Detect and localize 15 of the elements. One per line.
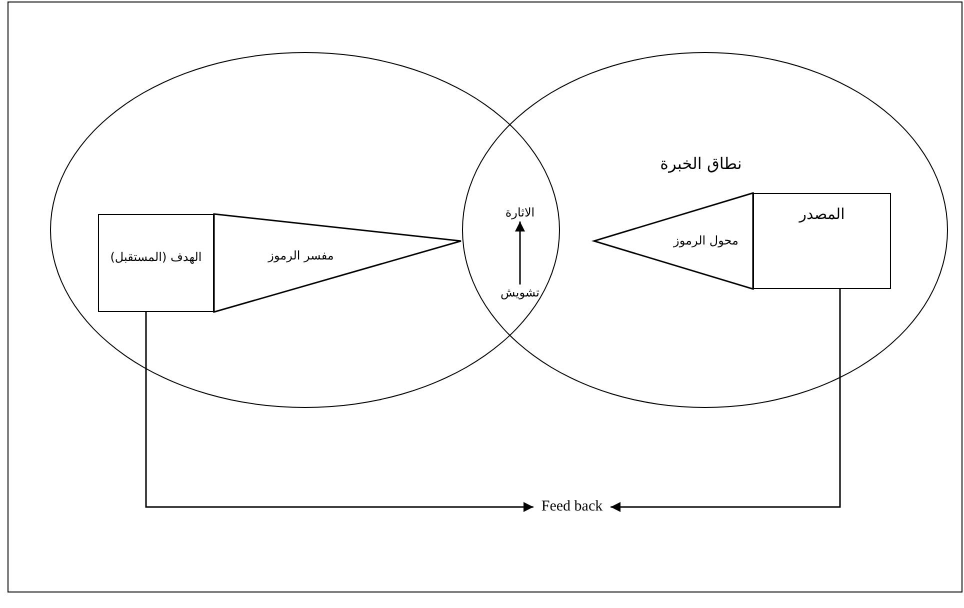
arrow bbox=[610, 289, 841, 512]
ellipse bbox=[50, 52, 560, 408]
box: الهدف (المستقبل) bbox=[98, 214, 214, 312]
ellipse bbox=[462, 52, 948, 408]
triangle-label: مفسر الرموز bbox=[268, 248, 334, 264]
region-heading: نطاق الخبرة bbox=[660, 154, 742, 174]
arrow bbox=[515, 222, 525, 284]
triangle bbox=[214, 214, 461, 312]
box: المصدر bbox=[753, 193, 891, 289]
triangle-label: محول الرموز bbox=[674, 234, 738, 248]
label-text: الاثارة bbox=[505, 206, 535, 220]
label-text: Feed back bbox=[541, 498, 603, 516]
triangle bbox=[594, 193, 753, 289]
label-text: تشويش bbox=[500, 286, 540, 300]
arrow bbox=[145, 312, 534, 512]
